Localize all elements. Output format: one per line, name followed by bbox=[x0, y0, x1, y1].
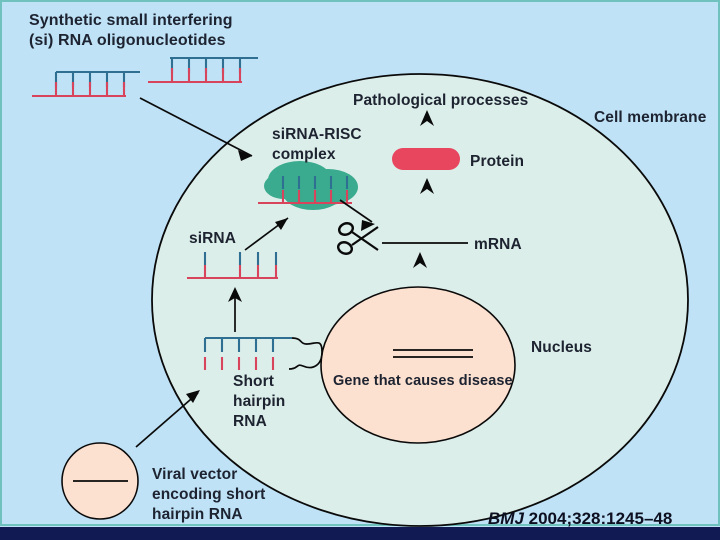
slide-border bbox=[0, 0, 720, 526]
sirna-label: siRNA bbox=[189, 230, 236, 247]
viral-vector-label-line1: Viral vector bbox=[152, 466, 237, 483]
gene-dna-lines bbox=[393, 349, 473, 358]
arrow-protein-to-pathology bbox=[420, 110, 434, 126]
viral-vector-label-line3: hairpin RNA bbox=[152, 506, 243, 523]
arrow-hairpin-to-sirna bbox=[228, 287, 242, 332]
protein-label: Protein bbox=[470, 153, 524, 170]
citation-reference: 2004;328:1245–48 bbox=[529, 509, 673, 528]
short-hairpin-label-line3: RNA bbox=[233, 413, 267, 430]
synthetic-sirna-duplex-b bbox=[148, 56, 258, 84]
footer-bar bbox=[0, 527, 720, 540]
risc-bound-rna-strands bbox=[258, 176, 352, 205]
sirna-risc-label-line2: complex bbox=[272, 146, 336, 163]
arrow-vector-to-hairpin bbox=[135, 390, 200, 448]
arrow-synthetic-sirna-to-risc bbox=[139, 97, 253, 161]
synthetic-sirna-duplex-a bbox=[32, 70, 140, 98]
viral-vector-shape bbox=[61, 442, 139, 520]
short-hairpin-label-line1: Short bbox=[233, 373, 274, 390]
scissors-icon bbox=[336, 222, 379, 255]
citation-journal: BMJ bbox=[488, 509, 524, 528]
arrow-mrna-to-protein bbox=[420, 178, 434, 194]
nucleus-shape bbox=[320, 286, 516, 444]
short-hairpin-label-line2: hairpin bbox=[233, 393, 285, 410]
pathological-processes-label: Pathological processes bbox=[353, 92, 528, 109]
synthetic-sirna-label-line1: Synthetic small interfering bbox=[29, 12, 233, 29]
protein-shape bbox=[392, 148, 460, 170]
sirna-risc-label-line1: siRNA-RISC bbox=[272, 126, 362, 143]
cell-membrane-label: Cell membrane bbox=[594, 109, 707, 126]
gene-label: Gene that causes disease bbox=[333, 373, 513, 389]
viral-vector-label-line2: encoding short bbox=[152, 486, 265, 503]
mrna-label: mRNA bbox=[474, 236, 522, 253]
arrow-gene-to-mrna bbox=[413, 252, 427, 268]
synthetic-sirna-label-line2: (si) RNA oligonucleotides bbox=[29, 32, 226, 49]
arrow-sirna-to-risc bbox=[244, 217, 289, 251]
citation: BMJ 2004;328:1245–48 bbox=[488, 509, 672, 528]
short-hairpin-rna-shape bbox=[203, 336, 323, 370]
nucleus-label: Nucleus bbox=[531, 339, 592, 356]
sirna-duplex bbox=[187, 252, 278, 280]
arrow-risc-to-mrna bbox=[339, 199, 375, 231]
